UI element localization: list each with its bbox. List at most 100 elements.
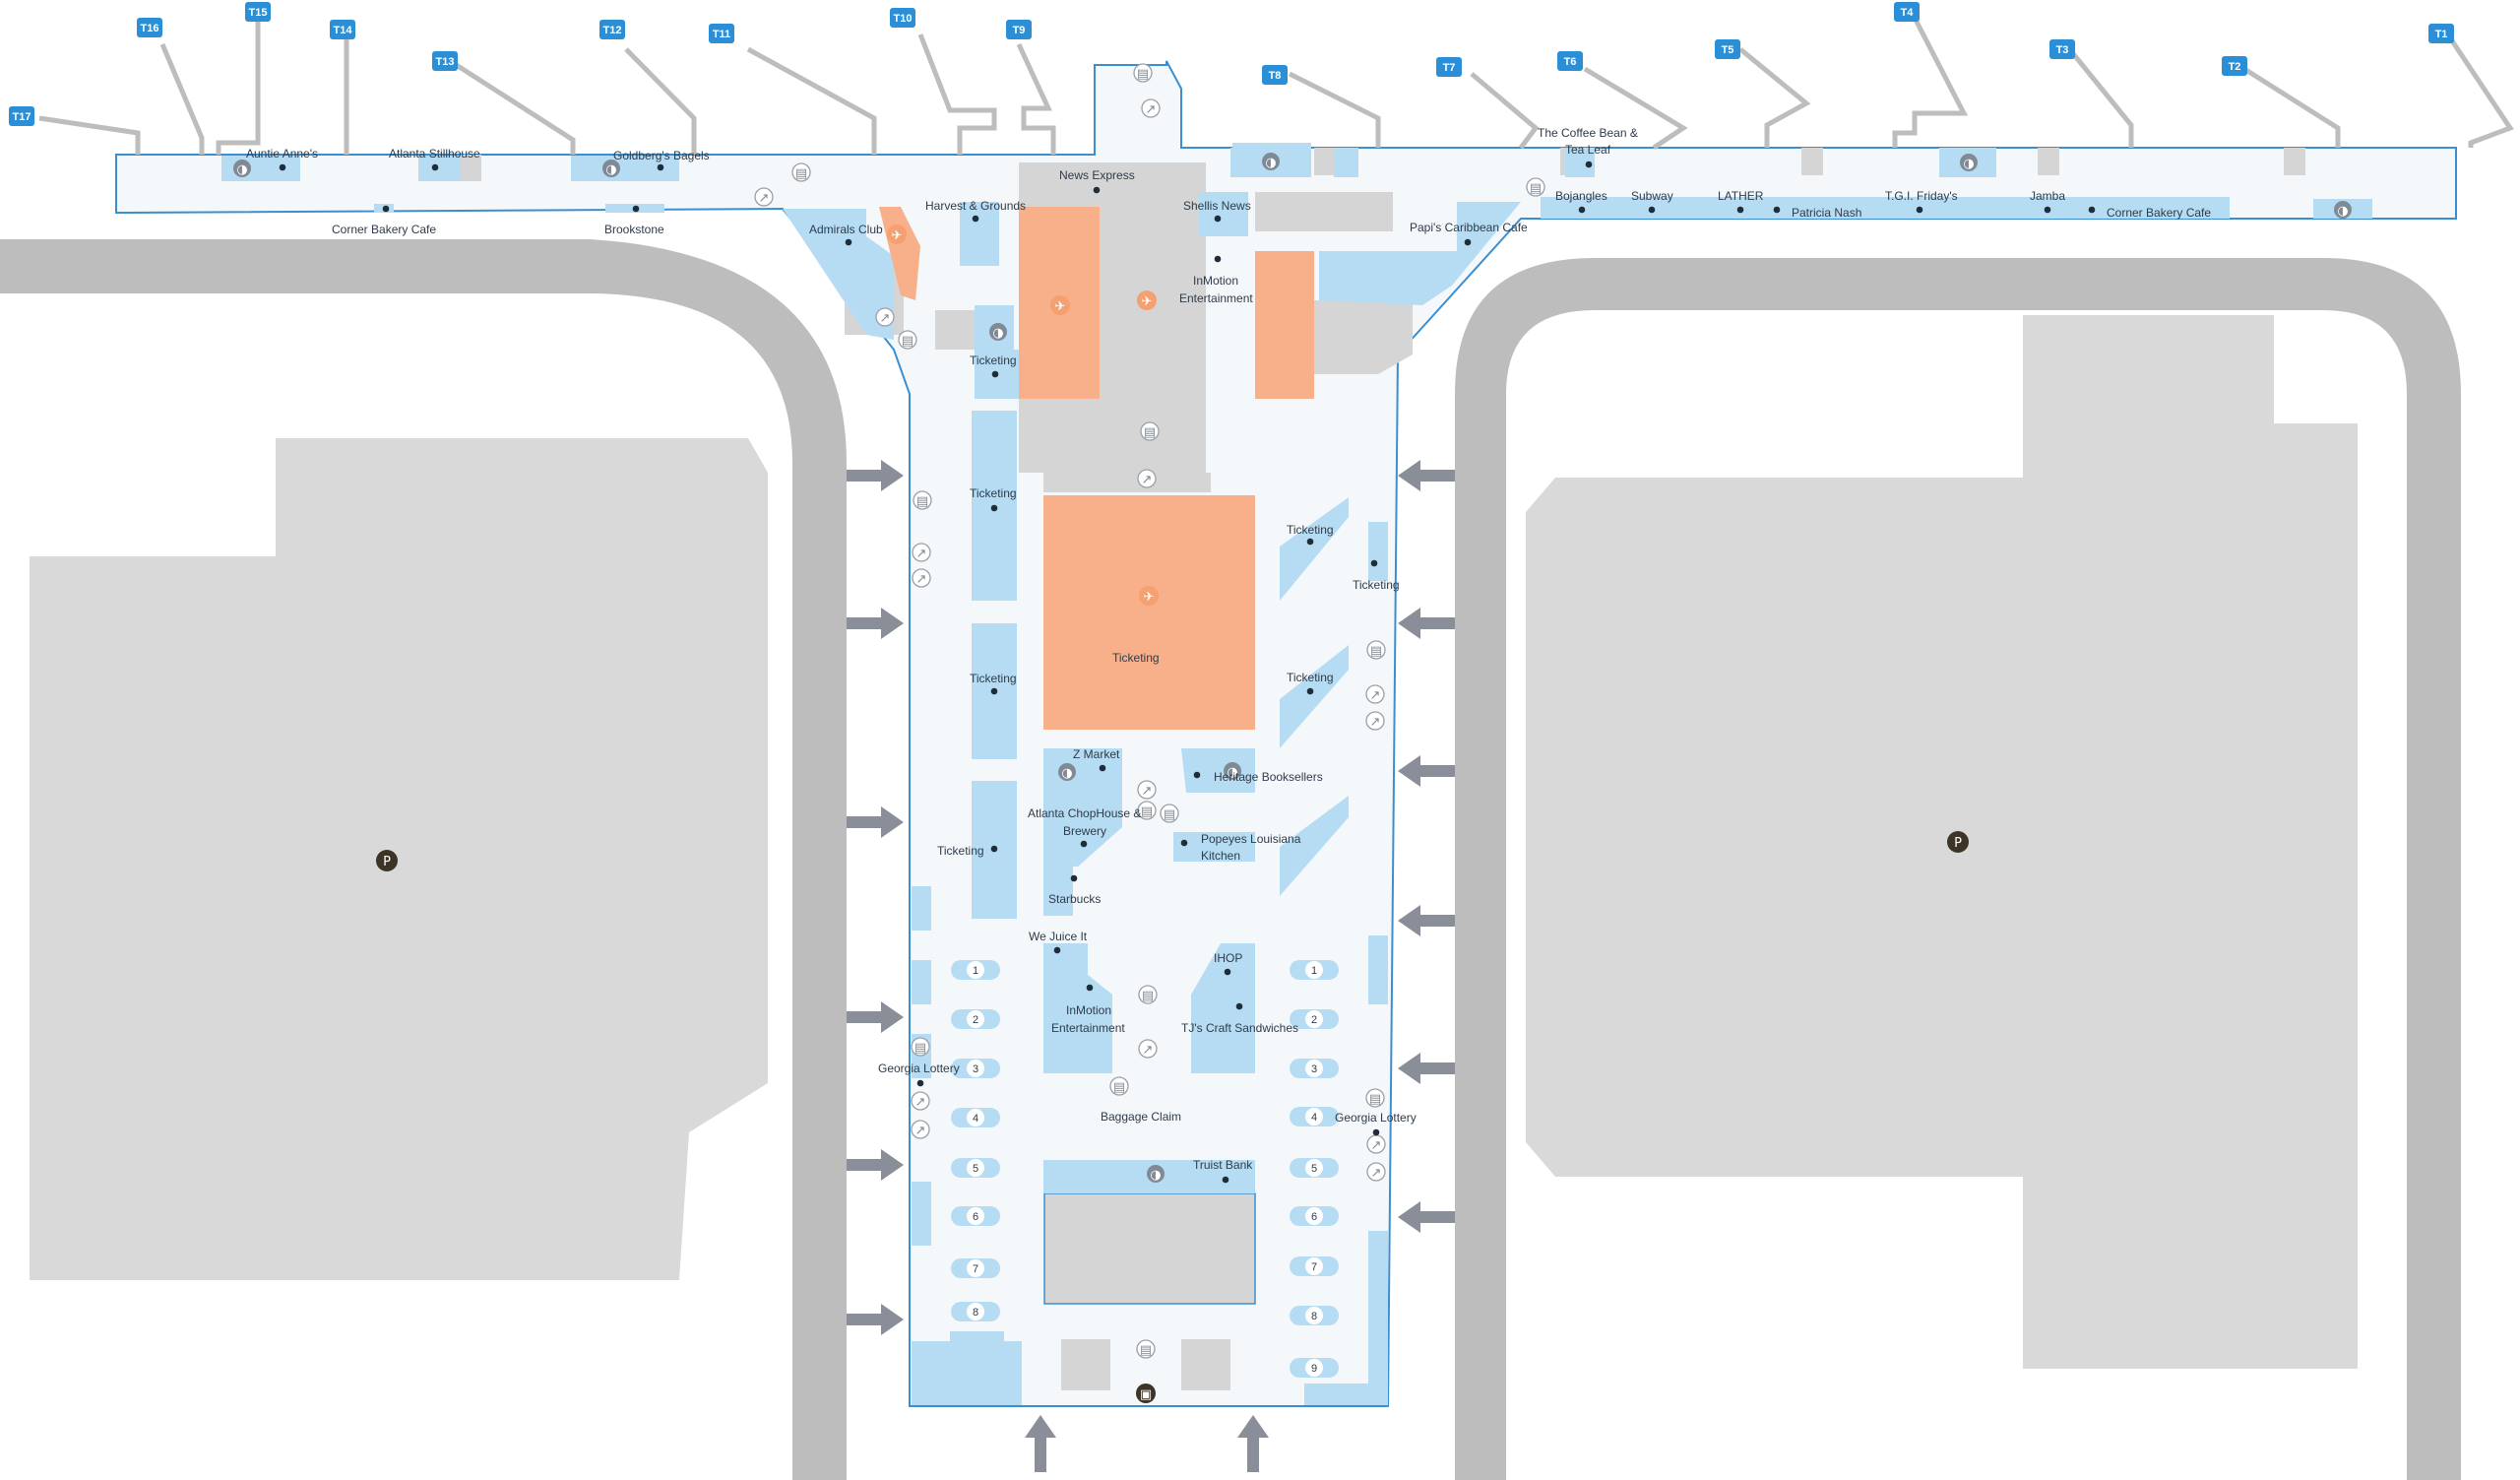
label-ticketing[interactable]: Ticketing xyxy=(1353,578,1400,592)
label-georgia-lottery-east[interactable]: Georgia Lottery xyxy=(1335,1111,1417,1125)
gate-tag-t4[interactable]: T4 xyxy=(1894,2,1920,22)
label-atlanta-stillhouse[interactable]: Atlanta Stillhouse xyxy=(389,147,480,161)
label-news-express[interactable]: News Express xyxy=(1059,168,1135,182)
baggage-belt-2[interactable]: 2 xyxy=(1290,1009,1339,1029)
label-popeyes-2[interactable]: Kitchen xyxy=(1201,849,1240,863)
gate-tag-t11[interactable]: T11 xyxy=(709,24,734,43)
label-corner-bakery-east[interactable]: Corner Bakery Cafe xyxy=(2107,206,2211,220)
label-we-juice[interactable]: We Juice It xyxy=(1029,930,1088,943)
label-baggage-claim[interactable]: Baggage Claim xyxy=(1101,1110,1181,1124)
label-starbucks[interactable]: Starbucks xyxy=(1048,892,1101,906)
escalator-icon[interactable]: ↗ xyxy=(1141,98,1161,118)
baggage-belt-1[interactable]: 1 xyxy=(1290,960,1339,980)
gate-tag-t15[interactable]: T15 xyxy=(245,2,271,22)
elevator-icon[interactable]: ▤ xyxy=(1140,421,1160,441)
gate-tag-t17[interactable]: T17 xyxy=(9,106,34,126)
label-tjs[interactable]: TJ's Craft Sandwiches xyxy=(1181,1021,1298,1035)
baggage-belt-6[interactable]: 6 xyxy=(1290,1206,1339,1226)
gate-tag-t9[interactable]: T9 xyxy=(1006,20,1032,39)
baggage-belt-3[interactable]: 3 xyxy=(951,1059,1000,1078)
elevator-icon[interactable]: ▤ xyxy=(1366,640,1386,660)
baggage-belt-8[interactable]: 8 xyxy=(1290,1306,1339,1325)
elevator-icon[interactable]: ▤ xyxy=(1365,1088,1385,1108)
escalator-icon[interactable]: ↗ xyxy=(1138,1039,1158,1059)
baggage-belt-7[interactable]: 7 xyxy=(951,1258,1000,1278)
label-ticketing[interactable]: Ticketing xyxy=(970,672,1017,685)
label-ticketing[interactable]: Ticketing xyxy=(1112,651,1160,665)
gate-tag-t13[interactable]: T13 xyxy=(432,51,458,71)
escalator-icon[interactable]: ↗ xyxy=(911,1091,930,1111)
elevator-icon[interactable]: ▤ xyxy=(1136,1339,1156,1359)
label-patricia-nash[interactable]: Patricia Nash xyxy=(1792,206,1861,220)
baggage-belt-6[interactable]: 6 xyxy=(951,1206,1000,1226)
gate-tag-t5[interactable]: T5 xyxy=(1715,39,1740,59)
elevator-icon[interactable]: ▤ xyxy=(1109,1076,1129,1096)
label-jamba[interactable]: Jamba xyxy=(2030,189,2065,203)
label-z-market[interactable]: Z Market xyxy=(1073,747,1120,761)
parking-icon[interactable]: P xyxy=(1947,831,1969,853)
label-harvest-grounds[interactable]: Harvest & Grounds xyxy=(925,199,1026,213)
ticketing-icon[interactable]: ✈ xyxy=(1137,290,1157,310)
label-lather[interactable]: LATHER xyxy=(1718,189,1764,203)
baggage-belt-4[interactable]: 4 xyxy=(1290,1107,1339,1126)
escalator-icon[interactable]: ↗ xyxy=(912,543,931,562)
escalator-icon[interactable]: ↗ xyxy=(1366,1134,1386,1154)
label-corner-bakery-west[interactable]: Corner Bakery Cafe xyxy=(332,223,436,236)
elevator-icon[interactable]: ▤ xyxy=(898,330,917,350)
elevator-icon[interactable]: ▤ xyxy=(791,162,811,182)
ticketing-icon[interactable]: ✈ xyxy=(1139,586,1159,606)
label-coffee-bean-2[interactable]: Tea Leaf xyxy=(1565,143,1611,157)
label-auntie-annes[interactable]: Auntie Anne's xyxy=(246,147,318,161)
restroom-icon[interactable]: ◑ xyxy=(1058,763,1076,781)
label-popeyes-1[interactable]: Popeyes Louisiana xyxy=(1201,832,1301,846)
elevator-icon[interactable]: ▤ xyxy=(913,490,932,510)
baggage-belt-4[interactable]: 4 xyxy=(951,1108,1000,1127)
label-ticketing[interactable]: Ticketing xyxy=(937,844,984,858)
elevator-icon[interactable]: ▤ xyxy=(1138,985,1158,1004)
label-ticketing[interactable]: Ticketing xyxy=(970,354,1017,367)
gate-tag-t16[interactable]: T16 xyxy=(137,18,162,37)
elevator-icon[interactable]: ▤ xyxy=(1160,804,1179,823)
restroom-icon[interactable]: ◑ xyxy=(233,160,251,177)
label-chophouse-2[interactable]: Brewery xyxy=(1063,824,1106,838)
escalator-icon[interactable]: ↗ xyxy=(754,187,774,207)
label-shellis-news[interactable]: Shellis News xyxy=(1183,199,1251,213)
label-heritage[interactable]: Heritage Booksellers xyxy=(1214,770,1323,784)
gate-tag-t2[interactable]: T2 xyxy=(2222,56,2247,76)
restroom-icon[interactable]: ◑ xyxy=(1960,154,1978,171)
baggage-belt-5[interactable]: 5 xyxy=(951,1158,1000,1178)
label-bojangles[interactable]: Bojangles xyxy=(1555,189,1607,203)
baggage-belt-2[interactable]: 2 xyxy=(951,1009,1000,1029)
ticketing-icon[interactable]: ✈ xyxy=(1050,295,1070,315)
escalator-icon[interactable]: ↗ xyxy=(875,307,895,327)
elevator-icon[interactable]: ▤ xyxy=(911,1037,930,1057)
label-coffee-bean-1[interactable]: The Coffee Bean & xyxy=(1538,126,1638,140)
gate-tag-t3[interactable]: T3 xyxy=(2049,39,2075,59)
label-chophouse-1[interactable]: Atlanta ChopHouse & xyxy=(1028,806,1141,820)
label-ticketing[interactable]: Ticketing xyxy=(1287,523,1334,537)
label-subway[interactable]: Subway xyxy=(1631,189,1673,203)
escalator-icon[interactable]: ↗ xyxy=(1365,711,1385,731)
escalator-icon[interactable]: ↗ xyxy=(1366,1162,1386,1182)
gate-tag-t7[interactable]: T7 xyxy=(1436,57,1462,77)
restroom-icon[interactable]: ◑ xyxy=(602,160,620,177)
gate-tag-t8[interactable]: T8 xyxy=(1262,65,1288,85)
label-truist-bank[interactable]: Truist Bank xyxy=(1193,1158,1253,1172)
label-ticketing[interactable]: Ticketing xyxy=(1287,671,1334,684)
gate-tag-t14[interactable]: T14 xyxy=(330,20,355,39)
label-georgia-lottery-west[interactable]: Georgia Lottery xyxy=(878,1062,960,1075)
label-ihop[interactable]: IHOP xyxy=(1214,951,1242,965)
escalator-icon[interactable]: ↗ xyxy=(912,568,931,588)
baggage-belt-5[interactable]: 5 xyxy=(1290,1158,1339,1178)
label-inmotion-north-1[interactable]: InMotion xyxy=(1193,274,1238,288)
baggage-belt-8[interactable]: 8 xyxy=(951,1302,1000,1321)
restroom-icon[interactable]: ◑ xyxy=(989,323,1007,341)
ticketing-icon[interactable]: ✈ xyxy=(887,225,907,244)
label-admirals-club[interactable]: Admirals Club xyxy=(809,223,883,236)
restroom-icon[interactable]: ◑ xyxy=(2334,201,2352,219)
train-icon[interactable]: ▣ xyxy=(1136,1383,1156,1403)
label-tgi-fridays[interactable]: T.G.I. Friday's xyxy=(1885,189,1958,203)
baggage-belt-1[interactable]: 1 xyxy=(951,960,1000,980)
restroom-icon[interactable]: ◑ xyxy=(1224,762,1241,780)
baggage-belt-9[interactable]: 9 xyxy=(1290,1358,1339,1378)
